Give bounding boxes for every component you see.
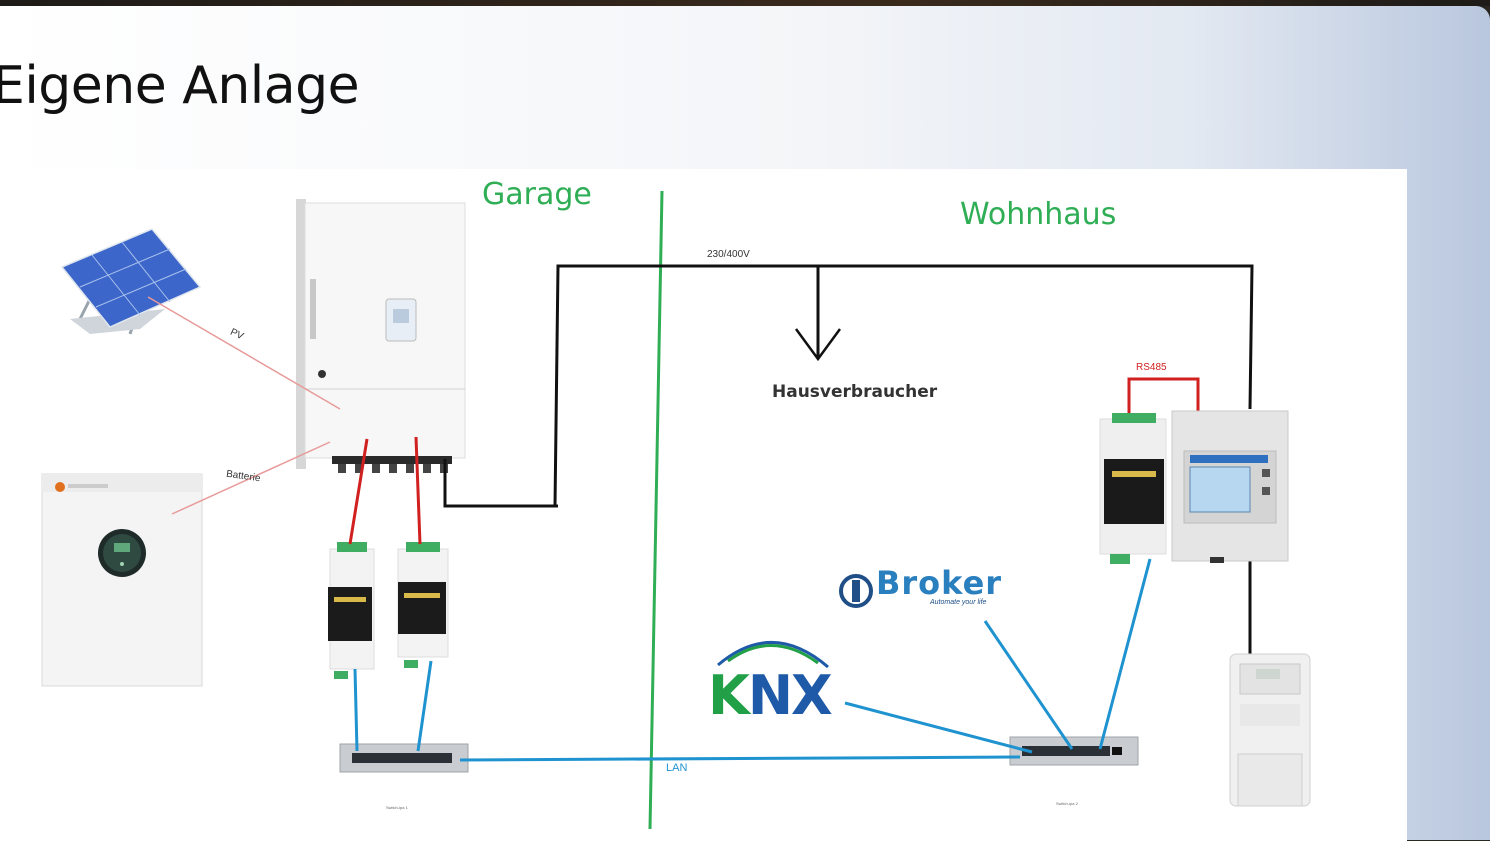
hausverbraucher-label: Hausverbraucher bbox=[772, 382, 938, 402]
presentation-slide: Eigene Anlage bbox=[0, 6, 1490, 841]
switch-wohnhaus-caption: Switch-ipa 2 bbox=[1056, 801, 1078, 806]
switch-garage-caption: Switch-ipa 1 bbox=[386, 805, 408, 810]
network-switch-garage-icon bbox=[339, 743, 469, 773]
utility-meter-icon bbox=[1229, 653, 1311, 807]
iobroker-logo-text: Broker bbox=[876, 564, 1003, 602]
iobroker-logo-icon bbox=[839, 574, 873, 608]
voltage-label: 230/400V bbox=[707, 249, 750, 260]
modbus-gateway-3-icon bbox=[1099, 413, 1167, 564]
pv-cable bbox=[147, 296, 341, 410]
slide-title: Eigene Anlage bbox=[0, 56, 360, 116]
lan-cables bbox=[353, 558, 1152, 762]
zone-divider bbox=[648, 190, 664, 830]
knx-logo-nx: NX bbox=[747, 664, 833, 727]
battery-cable bbox=[171, 441, 331, 515]
modbus-gateway-1-icon bbox=[328, 542, 375, 679]
inverter-icon bbox=[296, 199, 466, 473]
modbus-gateway-2-icon bbox=[397, 542, 449, 668]
rs485-label: RS485 bbox=[1136, 362, 1167, 373]
zone-label-garage: Garage bbox=[482, 177, 592, 212]
gateway-2-power-cable bbox=[414, 436, 422, 545]
zone-label-wohnhaus: Wohnhaus bbox=[960, 197, 1117, 232]
rs485-cable bbox=[1127, 377, 1200, 414]
lan-label: LAN bbox=[666, 762, 688, 774]
energy-meter-icon bbox=[1171, 410, 1289, 563]
knx-logo: KNX bbox=[708, 664, 833, 727]
battery-icon bbox=[41, 473, 203, 687]
gateway-1-power-cable bbox=[348, 438, 369, 545]
solar-panel-icon bbox=[60, 228, 202, 335]
knx-arc-inner-icon bbox=[727, 644, 819, 665]
knx-logo-k: K bbox=[708, 664, 750, 727]
ac-power-lines bbox=[443, 264, 1254, 654]
knx-arc-icon bbox=[717, 641, 829, 669]
diagram-canvas: Garage Wohnhaus PV Batterie 230/400V Hau… bbox=[0, 169, 1407, 841]
window-top-edge bbox=[0, 0, 1490, 6]
system-diagram bbox=[41, 190, 1311, 830]
iobroker-tagline: Automate your life bbox=[930, 599, 987, 606]
